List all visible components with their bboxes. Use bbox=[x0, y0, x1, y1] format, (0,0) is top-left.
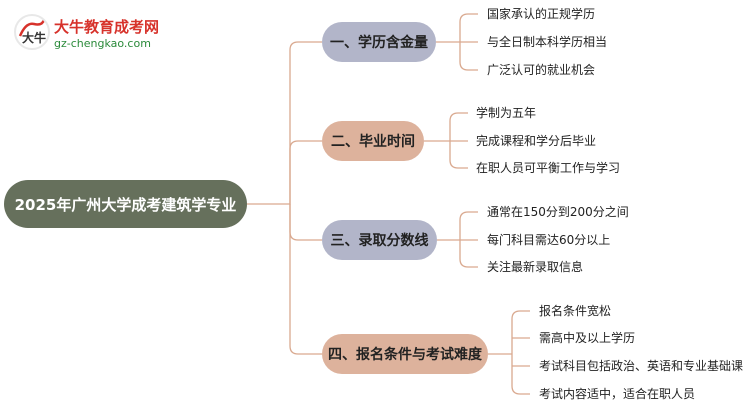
connector-b2-leaves bbox=[424, 112, 468, 169]
leaf-1-2: 与全日制本科学历相当 bbox=[487, 35, 608, 49]
site-logo[interactable]: 大牛 大牛教育成考网 gz-chengkao.com bbox=[14, 12, 174, 56]
leaf-2-1: 学制为五年 bbox=[476, 106, 537, 120]
branch-node-4[interactable]: 四、报名条件与考试难度 bbox=[322, 334, 488, 374]
leaf-3-2: 每门科目需达60分以上 bbox=[487, 233, 611, 247]
branch-node-1[interactable]: 一、学历含金量 bbox=[322, 22, 436, 62]
leaf-1-3: 广泛认可的就业机会 bbox=[487, 63, 596, 77]
connector-b4-leaves bbox=[488, 310, 530, 395]
connector-root-b2 bbox=[289, 140, 322, 204]
svg-text:大牛: 大牛 bbox=[22, 30, 46, 45]
leaf-4-1: 报名条件宽松 bbox=[539, 304, 612, 318]
leaf-3-3: 关注最新录取信息 bbox=[487, 260, 584, 274]
leaf-2-2: 完成课程和学分后毕业 bbox=[476, 134, 597, 148]
connector-b3-leaves bbox=[437, 211, 478, 268]
logo-mark-icon: 大牛 bbox=[14, 14, 50, 50]
logo-url: gz-chengkao.com bbox=[54, 37, 151, 50]
leaf-1-1: 国家承认的正规学历 bbox=[487, 7, 596, 21]
root-node[interactable]: 2025年广州大学成考建筑学专业 bbox=[4, 180, 247, 228]
leaf-3-1: 通常在150分到200分之间 bbox=[487, 205, 629, 219]
branch-node-3[interactable]: 三、录取分数线 bbox=[322, 220, 437, 260]
connector-root-b1 bbox=[247, 41, 322, 205]
connector-root-b4 bbox=[289, 204, 322, 355]
branch-node-2[interactable]: 二、毕业时间 bbox=[322, 121, 424, 161]
logo-title: 大牛教育成考网 bbox=[54, 18, 160, 36]
connector-b1-leaves bbox=[436, 13, 478, 71]
leaf-4-3: 考试科目包括政治、英语和专业基础课 bbox=[539, 359, 744, 373]
leaf-2-3: 在职人员可平衡工作与学习 bbox=[476, 161, 621, 175]
connector-root-b3 bbox=[289, 204, 322, 241]
leaf-4-2: 需高中及以上学历 bbox=[539, 331, 636, 345]
leaf-4-4: 考试内容适中，适合在职人员 bbox=[539, 387, 696, 401]
